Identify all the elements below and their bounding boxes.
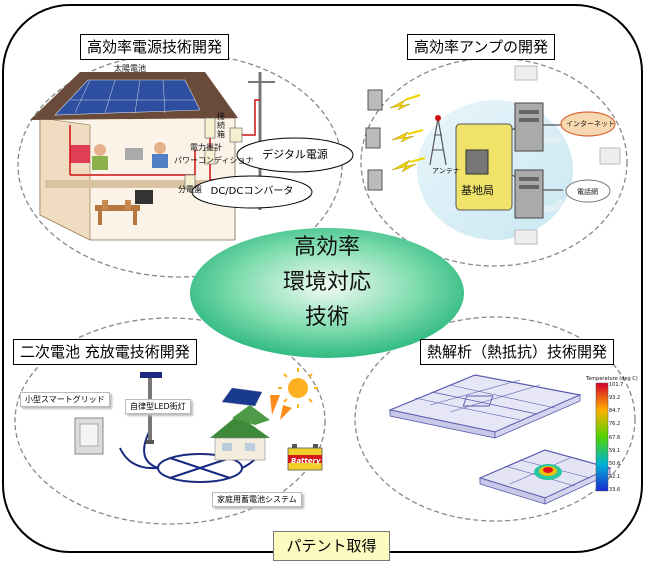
house-illustration [30,72,275,241]
dcdc-label: DC/DCコンバータ [210,186,294,197]
phone-network-cloud-icon [565,179,611,203]
phone-network-label: 電話網 [577,188,598,196]
sun-icon [288,378,308,398]
battery-word-label: Battery [291,457,321,465]
digital-power-label: デジタル電源 [262,148,328,161]
home-icon [210,405,270,461]
solar-panel-small-icon [221,387,263,407]
tv-icon [135,190,153,204]
legend-tick: 76.2 [609,421,621,427]
meter-icon [229,127,243,143]
dcdc-oval [191,175,313,209]
center-line-2: 環境対応 [282,270,371,295]
battery-title: 二次電池 充放電技術開発 [13,339,197,365]
junction-label: 接続箱 [217,112,225,139]
network-illustration [365,65,621,245]
thermal-title: 熱解析（熱抵抗）技術開発 [420,339,615,365]
power-title: 高効率電源技術開発 [80,34,230,60]
legend-tick: 67.6 [609,435,621,441]
antenna-label: アンテナ [432,167,460,175]
amp-title: 高効率アンプの開発 [407,34,555,60]
smart-grid-label: 小型スマートグリッド [20,392,110,407]
thermal-illustration [387,374,612,505]
phone-icon-2 [365,127,381,149]
distribution-board-icon [184,174,196,190]
legend-title: Temperature (deg C) [586,376,638,382]
legend-tick: 93.2 [609,395,621,401]
legend-tick: 50.6 [609,461,621,467]
thermal-region [354,316,636,522]
internet-cloud-icon [560,111,616,137]
meter-label: 電力量計 [190,143,222,152]
legend-tick: 101.7 [609,382,624,388]
antenna-icon [429,115,447,166]
phone-icon-1 [367,89,383,111]
base-station-label: 基地局 [461,184,494,197]
solar-label: 太陽電池 [114,64,146,73]
phone-icon-3 [367,169,383,191]
conditioner-label: パワーコンディショナ [174,156,254,165]
distribution-label: 分電盤 [178,185,202,194]
home-battery-label: 家庭用蓄電池システム [212,492,302,507]
led-light-label: 自律型LED街灯 [125,399,191,414]
center-line-1: 高効率 [293,235,360,260]
patent-badge: パテント取得 [273,531,390,561]
temperature-legend-bar [595,382,609,492]
junction-box-icon [204,117,216,139]
legend-tick: 59.1 [609,448,621,454]
center-text: 高効率 環境対応 技術 [252,230,402,335]
conditioner-icon [204,147,216,165]
center-line-3: 技術 [304,305,349,330]
center-ellipse [190,228,464,358]
battery-region [14,317,326,525]
legend-tick: 84.7 [609,408,621,414]
digital-power-oval [236,137,354,173]
legend-tick: 33.6 [609,487,621,493]
smart-grid-illustration [74,368,323,483]
internet-label: インターネット [566,120,615,128]
legend-tick: 42.1 [609,474,621,480]
